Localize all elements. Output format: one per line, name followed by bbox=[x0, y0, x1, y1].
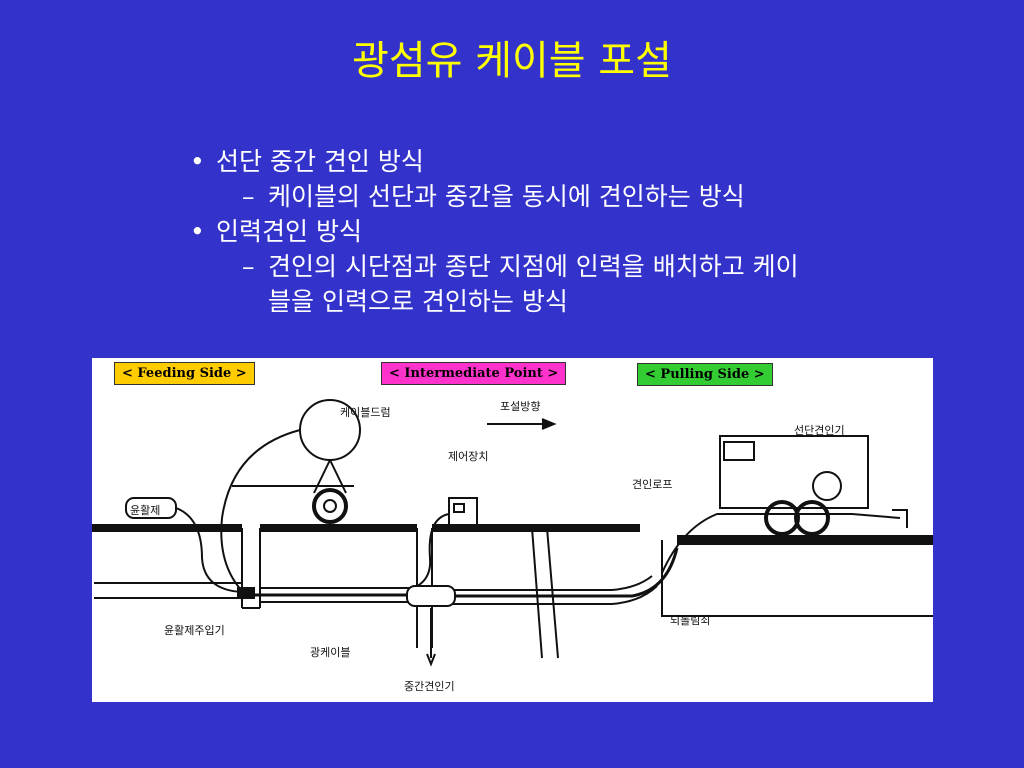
bullet-item-2: • 인력견인 방식 bbox=[190, 214, 950, 249]
manhole-right bbox=[661, 540, 933, 617]
dash-icon: – bbox=[242, 182, 255, 211]
fiber-cable-line bbox=[242, 547, 679, 598]
bullet-dot-icon: • bbox=[190, 147, 205, 176]
feeding-side-tag: < Feeding Side > bbox=[114, 362, 255, 385]
crossing-pipe bbox=[531, 527, 559, 659]
lube-hose bbox=[175, 507, 243, 593]
dash-icon: – bbox=[242, 252, 255, 281]
drum-trailer-wheel bbox=[312, 488, 348, 524]
label-cable-drum: 케이블드럼 bbox=[340, 406, 391, 419]
bullet-list: • 선단 중간 견인 방식 – 케이블의 선단과 중간을 동시에 견인하는 방식… bbox=[190, 144, 950, 319]
pull-rope-line bbox=[661, 513, 901, 574]
slide-title: 광섬유 케이블 포설 bbox=[352, 38, 672, 84]
label-mid-puller: 중간견인기 bbox=[404, 680, 455, 693]
label-pull-rope: 견인로프 bbox=[632, 478, 673, 491]
bullet-item-1: • 선단 중간 견인 방식 bbox=[190, 144, 950, 179]
label-fiber-cable: 광케이블 bbox=[310, 646, 351, 659]
sub-bullet-item: – 케이블의 선단과 중간을 동시에 견인하는 방식 bbox=[190, 179, 950, 214]
sub-bullet-text: 견인의 시단점과 종단 지점에 인력을 배치하고 케이 bbox=[268, 252, 799, 281]
pulling-side-tag: < Pulling Side > bbox=[637, 363, 773, 386]
control-unit bbox=[448, 497, 478, 527]
drum-cable-arc bbox=[220, 429, 301, 597]
lead-puller-unit bbox=[719, 435, 869, 509]
diagram-drawing bbox=[92, 399, 933, 667]
mid-puller-unit bbox=[406, 585, 456, 607]
label-direction: 포설방향 bbox=[500, 400, 541, 413]
label-swivel: 되돌림쇠 bbox=[670, 614, 711, 627]
cable-installation-diagram: < Feeding Side > < Intermediate Point > … bbox=[92, 358, 933, 702]
intermediate-point-tag: < Intermediate Point > bbox=[381, 362, 567, 385]
duct-mid bbox=[260, 587, 417, 603]
lube-injector bbox=[237, 587, 255, 599]
label-lube-injector: 윤활제주입기 bbox=[164, 624, 225, 637]
drum-trailer-frame bbox=[232, 459, 354, 494]
label-controller: 제어장치 bbox=[448, 450, 489, 463]
label-lead-puller: 선단견인기 bbox=[794, 424, 845, 437]
puller-capstan-2 bbox=[794, 500, 830, 536]
label-lubricant: 윤활제 bbox=[130, 504, 161, 517]
controller-cable bbox=[407, 513, 450, 591]
bullet-dot-icon: • bbox=[190, 217, 205, 246]
duct-right bbox=[432, 575, 658, 605]
puller-capstan-1 bbox=[764, 500, 800, 536]
sub-bullet-text: 케이블의 선단과 중간을 동시에 견인하는 방식 bbox=[268, 182, 745, 211]
duct-left bbox=[94, 582, 242, 599]
bullet-text: 인력견인 방식 bbox=[216, 217, 362, 246]
sub-bullet-item: – 견인의 시단점과 종단 지점에 인력을 배치하고 케이 블을 인력으로 견인… bbox=[190, 249, 950, 319]
bullet-text: 선단 중간 견인 방식 bbox=[216, 147, 424, 176]
sub-bullet-text-continued: 블을 인력으로 견인하는 방식 bbox=[268, 287, 568, 316]
